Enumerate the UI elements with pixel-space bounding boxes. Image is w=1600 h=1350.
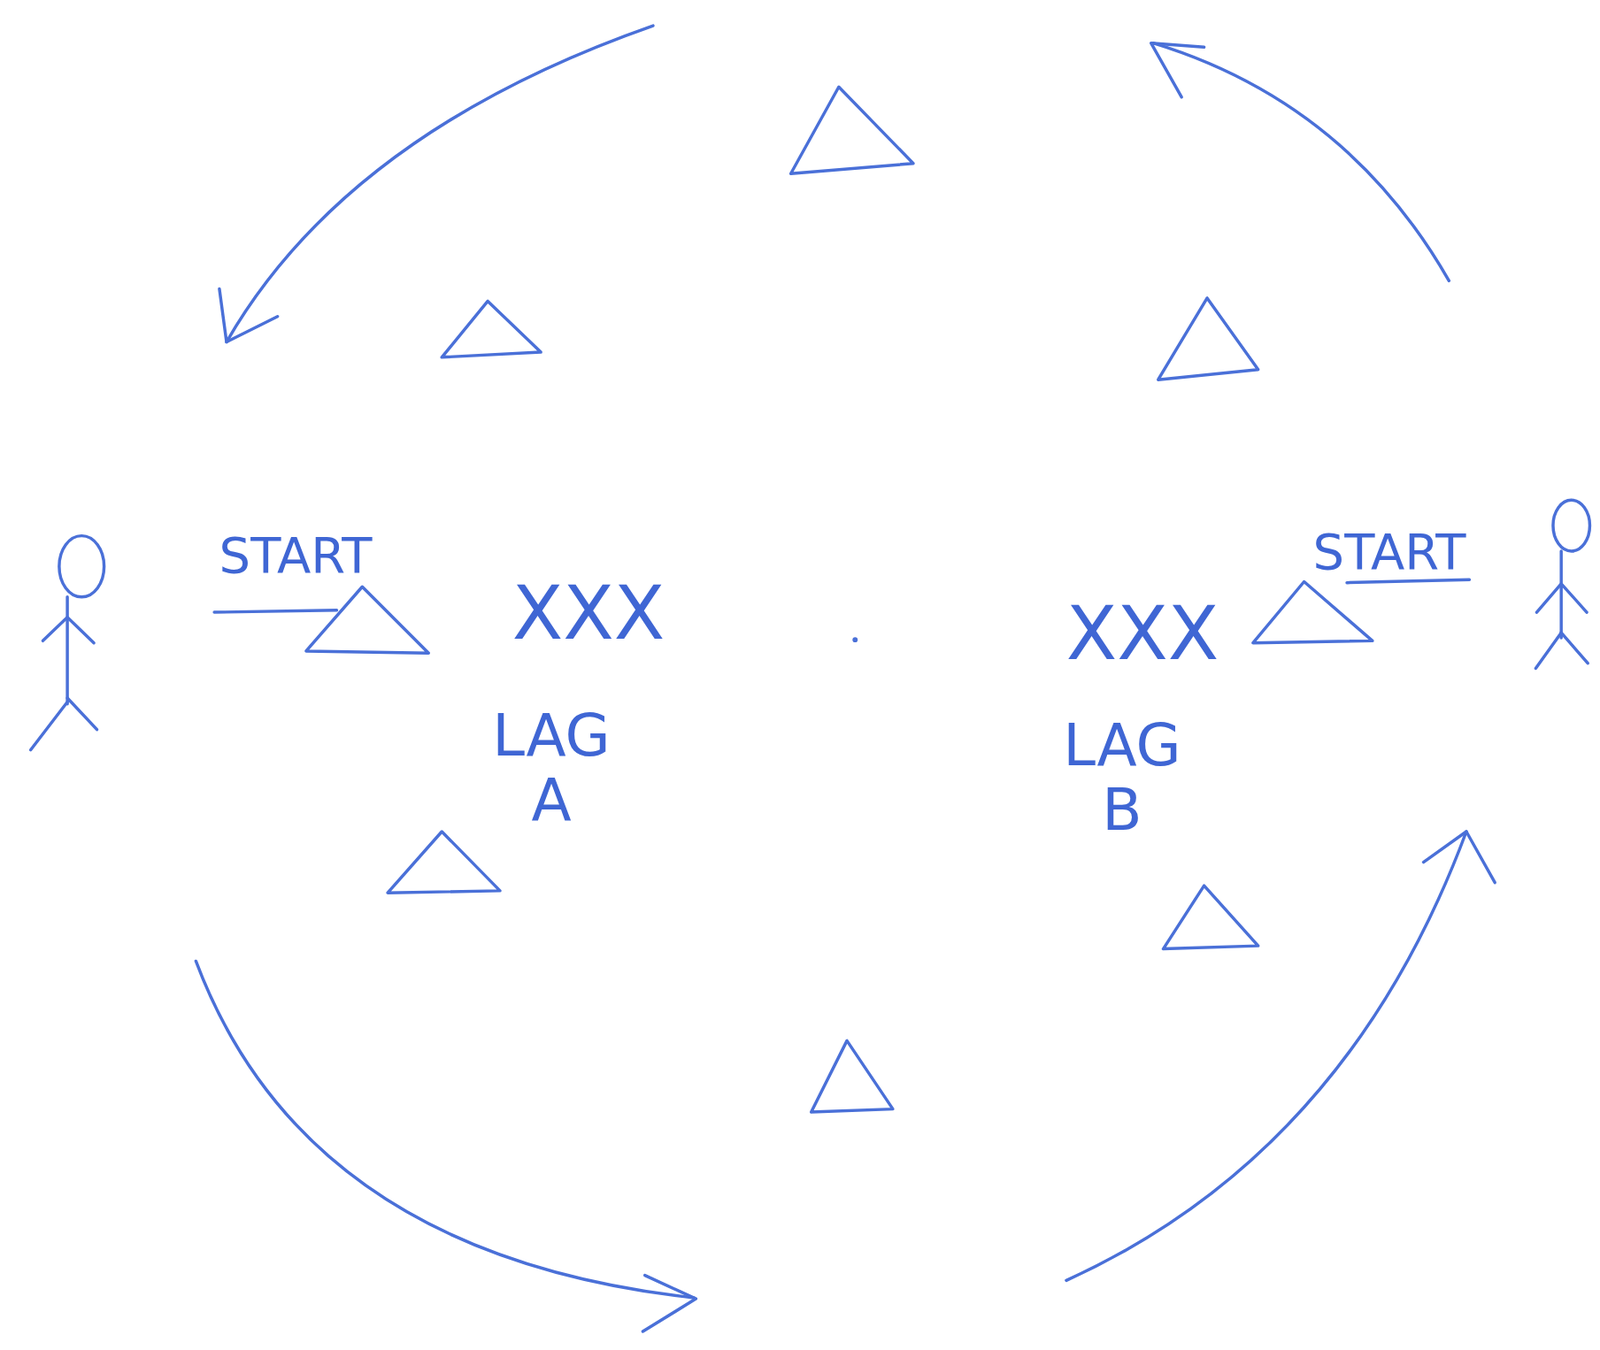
team-label: LAG B — [1051, 714, 1193, 843]
rotation-arrow — [1153, 43, 1449, 282]
start-cone — [306, 586, 429, 654]
rotation-arrow — [1066, 831, 1467, 1281]
cone — [387, 831, 500, 893]
player-marks: XXX — [512, 576, 666, 651]
center-dot — [852, 637, 858, 643]
start-underline — [214, 610, 337, 613]
start-cone — [1253, 581, 1373, 643]
rotation-arrow — [195, 961, 694, 1299]
start-underline — [1346, 579, 1470, 583]
start-label: START — [219, 530, 373, 581]
coach-figure — [1535, 500, 1590, 669]
cone — [791, 86, 914, 174]
cone — [441, 300, 541, 357]
start-label: START — [1313, 527, 1467, 577]
rotation-arrow — [226, 25, 654, 342]
arrow-head — [1151, 43, 1205, 98]
player-marks: XXX — [1066, 596, 1220, 671]
cone — [811, 1040, 893, 1113]
coach-figure — [30, 536, 105, 751]
arrow-head — [219, 289, 278, 343]
cone — [1158, 298, 1259, 380]
arrow-head — [642, 1276, 696, 1332]
team-label: LAG A — [480, 704, 623, 833]
arrow-head — [1423, 831, 1496, 884]
cone — [1162, 885, 1258, 949]
